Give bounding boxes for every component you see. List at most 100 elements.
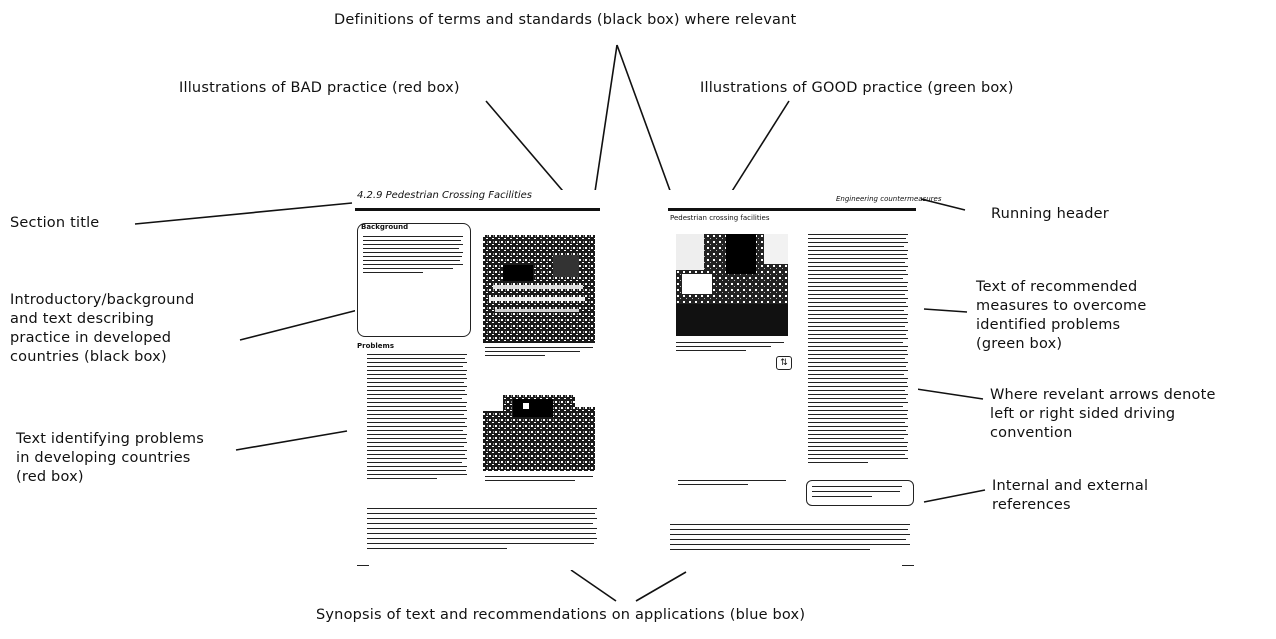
text-line [808,370,908,371]
text-line [367,406,466,407]
leader-definitions-right [616,44,677,208]
label-synopsis: Synopsis of text and recommendations on … [316,607,806,623]
references-line: Internal and external [992,478,1149,494]
text-line [808,386,908,387]
caption-line [678,484,748,485]
reference-line [812,486,902,487]
intro-line: and text describing [10,311,155,327]
text-line [808,362,908,363]
recommended-line: identified problems [976,317,1121,333]
text-line [367,450,467,451]
leader-synopsis-right [635,571,687,602]
text-line [808,318,907,319]
label-problems: Text identifying problems in developing … [16,430,204,487]
text-line [367,442,467,443]
text-line [808,314,908,315]
text-line [367,378,467,379]
problems-line: in developing countries [16,450,191,466]
right-page-rule [668,208,916,211]
text-line [808,270,906,271]
text-line [808,342,903,343]
problems-line: Text identifying problems [16,431,205,447]
text-line [367,382,464,383]
label-references: Internal and external references [992,477,1148,515]
text-line [808,234,908,235]
intro-line: Introductory/background [10,292,195,308]
text-line [367,354,467,355]
text-line [808,258,908,259]
text-line [363,240,461,241]
text-line [363,256,462,257]
synopsis-line [670,524,910,525]
caption-line [485,347,593,348]
text-line [367,398,462,399]
text-line [363,260,460,261]
synopsis-line [670,534,910,535]
label-recommended: Text of recommended measures to overcome… [976,278,1146,354]
text-line [808,454,905,455]
text-line [808,406,903,407]
text-line [363,272,423,273]
text-line [808,442,908,443]
text-line [808,374,904,375]
synopsis-line [367,533,596,534]
text-line [808,402,908,403]
text-line [367,370,467,371]
text-line [808,346,908,347]
left-page-rule [355,208,600,211]
text-line [363,244,463,245]
page-number-line [357,565,369,566]
text-line [808,434,908,435]
leader-running-header [920,198,966,211]
text-line [808,286,907,287]
right-page-header: Engineering countermeasures [836,195,942,203]
caption-line [676,350,746,351]
text-line [367,366,463,367]
synopsis-line [367,548,507,549]
text-line [367,466,467,467]
text-line [808,462,868,463]
text-line [808,246,904,247]
arrows-line: left or right sided driving [990,406,1176,422]
text-line [808,330,908,331]
text-line [367,478,437,479]
text-line [367,438,466,439]
text-line [808,326,905,327]
leader-problems [235,430,348,451]
text-line [808,262,905,263]
intro-line: practice in developed [10,330,172,346]
left-page: 4.2.9 Pedestrian Crossing Facilities Bac… [355,190,600,570]
reference-line [812,496,872,497]
caption-line [678,480,786,481]
text-line [367,474,467,475]
page-number-line [902,565,914,566]
synopsis-line [670,539,906,540]
recommended-line: Text of recommended [976,279,1138,295]
text-line [808,418,908,419]
text-line [808,274,908,275]
text-line [367,374,466,375]
text-line [808,390,905,391]
text-line [808,410,908,411]
right-page: Engineering countermeasures Pedestrian c… [668,190,942,570]
caption-line [676,346,771,347]
text-line [808,450,908,451]
text-line [808,394,908,395]
text-line [367,414,464,415]
label-running-header: Running header [991,206,1109,222]
background-box [357,223,471,337]
text-line [363,268,453,269]
text-line [808,294,905,295]
text-line [367,446,464,447]
caption-line [485,351,580,352]
text-line [367,386,467,387]
leader-recommended [923,308,968,313]
text-line [367,430,463,431]
driving-arrow-icon: ⇅ [776,356,792,370]
reference-line [812,491,900,492]
text-line [808,306,908,307]
caption-line [485,355,545,356]
good-practice-photo [676,234,788,336]
text-line [808,302,906,303]
leader-bad-practice [485,100,575,205]
